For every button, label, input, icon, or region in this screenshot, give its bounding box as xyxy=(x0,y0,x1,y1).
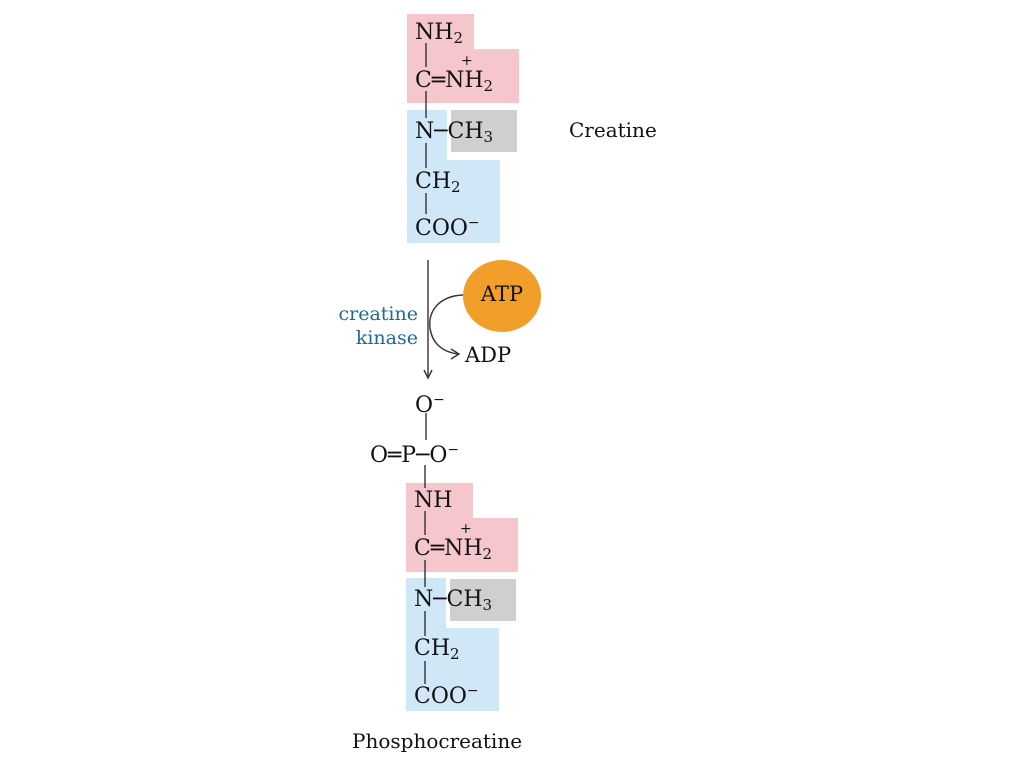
phospho-c-double-nh2: C═NH2 xyxy=(414,536,493,563)
phosphocreatine-backbone-lower-region xyxy=(406,628,499,711)
phospho-plus-charge: + xyxy=(460,521,472,537)
phosphocreatine-backbone-region xyxy=(406,578,446,628)
creatine-coo: COO− xyxy=(415,215,480,241)
phospho-o-top: O− xyxy=(415,392,445,418)
phosphocreatine-methyl-region xyxy=(450,579,516,621)
atp-adp-curve xyxy=(429,294,464,355)
enzyme-label: creatine kinase xyxy=(300,302,419,350)
phospho-ch2: CH2 xyxy=(414,636,460,663)
phosphocreatine-name-label: Phosphocreatine xyxy=(352,729,523,753)
reaction-arrow-head xyxy=(423,369,433,380)
creatine-n-ch3: N─CH3 xyxy=(415,119,494,146)
phosphocreatine-nh-region xyxy=(406,483,473,518)
creatine-name-label: Creatine xyxy=(569,118,657,142)
atp-adp-arrow-head xyxy=(450,348,461,360)
creatine-c-double-nh2: C═NH2 xyxy=(415,68,494,95)
creatine-ch2: CH2 xyxy=(415,169,461,196)
phospho-nh: NH xyxy=(414,488,453,513)
phospho-coo: COO− xyxy=(414,683,479,709)
creatine-methyl-region xyxy=(451,110,517,152)
creatine-plus-charge: + xyxy=(461,53,473,69)
adp-label: ADP xyxy=(465,343,512,367)
creatine-backbone-lower-region xyxy=(407,160,500,243)
creatine-guanidino-top-region xyxy=(407,14,474,49)
enzyme-label-line2: kinase xyxy=(355,327,418,349)
phospho-n-ch3: N─CH3 xyxy=(414,587,493,614)
enzyme-label-line1: creatine xyxy=(338,303,419,325)
creatine-nh2-top: NH2 xyxy=(415,20,463,47)
atp-label: ATP xyxy=(480,282,524,306)
creatine-backbone-region xyxy=(407,110,447,160)
atp-circle xyxy=(463,260,541,332)
phospho-o-p-o-row: O═P─O− xyxy=(370,442,460,468)
